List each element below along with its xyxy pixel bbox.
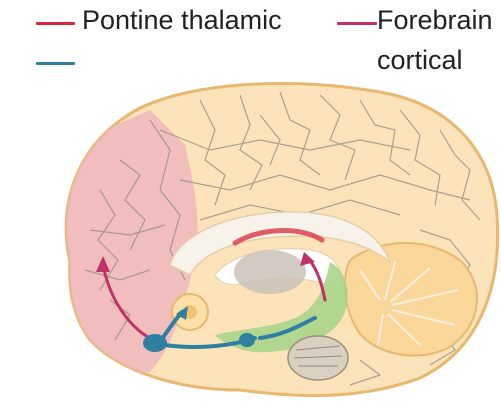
thalamus	[234, 250, 306, 294]
cerebellum	[345, 243, 477, 356]
pontine-nucleus-mid	[239, 333, 255, 347]
pontine-nucleus-left	[143, 334, 167, 352]
